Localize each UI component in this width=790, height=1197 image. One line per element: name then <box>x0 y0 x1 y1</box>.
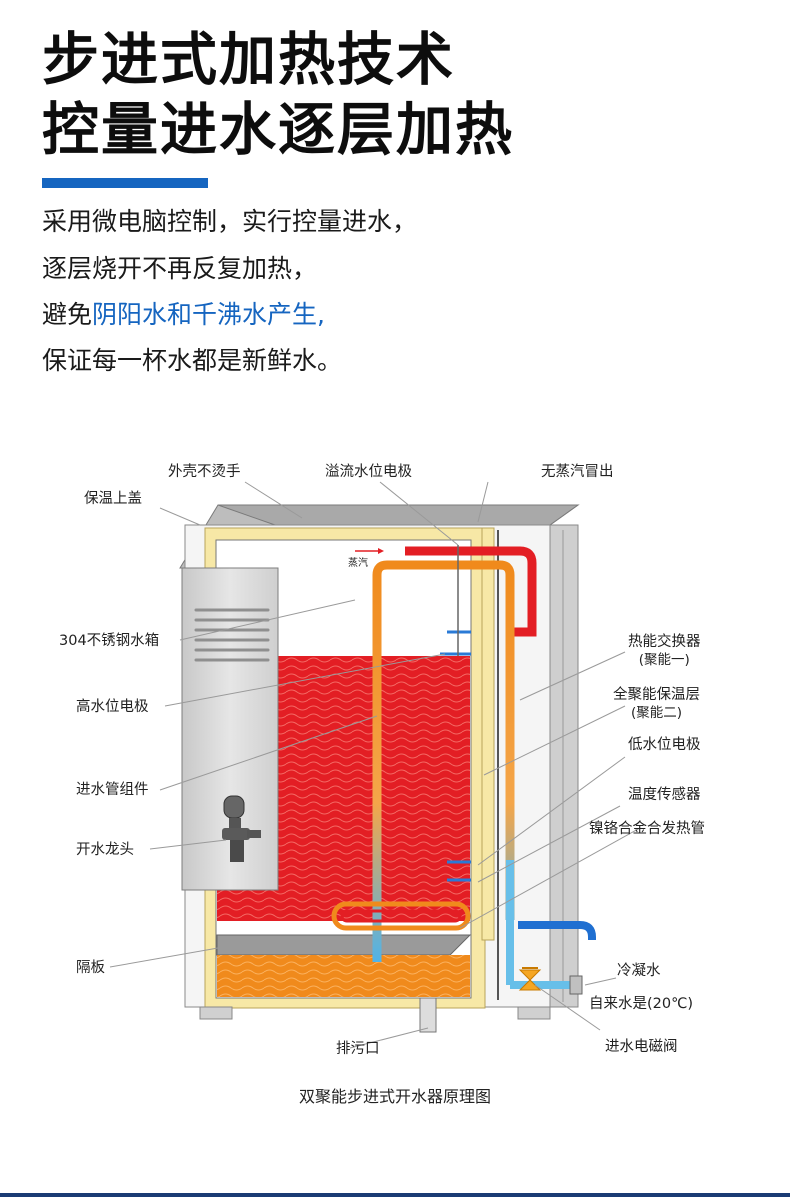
description-line-4: 保证每一杯水都是新鲜水。 <box>42 346 343 375</box>
label-low-level: 低水位电极 <box>628 737 701 753</box>
label-heat-exchanger: 热能交换器 (聚能一) <box>628 633 701 669</box>
bottom-rule <box>0 1193 790 1197</box>
heading-line-1: 步进式加热技术 <box>42 27 455 93</box>
label-steam: 蒸汽 <box>348 558 368 569</box>
label-heater: 镍铬合金合发热管 <box>589 821 705 837</box>
label-inlet-pipe: 进水管组件 <box>76 782 149 798</box>
label-drain: 排污口 <box>336 1041 380 1057</box>
label-shell: 外壳不烫手 <box>168 464 241 480</box>
label-solenoid: 进水电磁阀 <box>605 1039 678 1055</box>
description-line-3-prefix: 避免 <box>42 300 93 329</box>
description-line-1: 采用微电脑控制，实行控量进水， <box>42 207 418 236</box>
accent-bar <box>42 178 208 188</box>
description-highlight: 阴阳水和千沸水产生, <box>92 300 325 329</box>
label-condensate: 冷凝水 <box>617 963 661 979</box>
label-insulation-layer-main: 全聚能保温层 <box>613 687 700 703</box>
label-high-level: 高水位电极 <box>76 699 149 715</box>
heading-line-2: 控量进水逐层加热 <box>42 97 514 163</box>
label-temp-sensor: 温度传感器 <box>628 787 701 803</box>
label-faucet: 开水龙头 <box>76 842 134 858</box>
description-line-3: 避免阴阳水和千沸水产生, <box>42 300 325 330</box>
label-tank: 304不锈钢水箱 <box>59 633 160 649</box>
label-heat-exchanger-main: 热能交换器 <box>628 634 701 650</box>
label-insulation-layer-sub: (聚能二) <box>630 705 683 721</box>
label-partition: 隔板 <box>76 960 105 976</box>
description-line-2: 逐层烧开不再反复加热， <box>42 254 318 283</box>
label-insulation-layer: 全聚能保温层 (聚能二) <box>613 686 700 722</box>
label-no-steam: 无蒸汽冒出 <box>541 464 614 480</box>
label-overflow-electrode: 溢流水位电极 <box>325 464 412 480</box>
label-insulated-lid: 保温上盖 <box>84 491 142 507</box>
label-heat-exchanger-sub: (聚能一) <box>638 652 690 668</box>
diagram-caption: 双聚能步进式开水器原理图 <box>298 1087 491 1106</box>
faucet-icon <box>222 795 261 862</box>
label-tap-water: 自来水是(20℃) <box>589 996 694 1012</box>
